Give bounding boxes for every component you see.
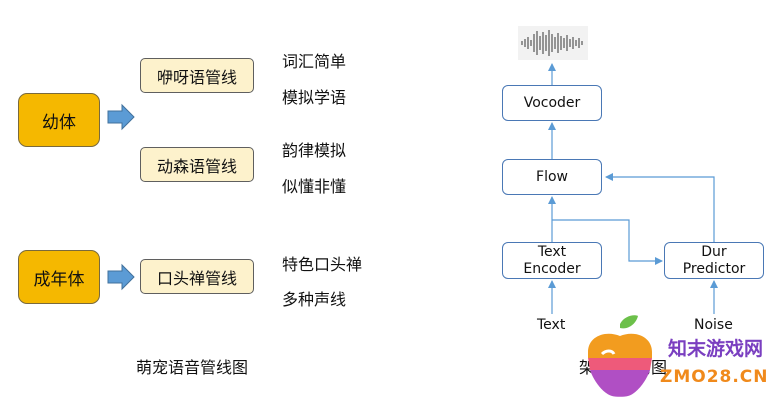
left-caption: 萌宠语音管线图 bbox=[136, 358, 249, 377]
feature-text: 特色口头禅 bbox=[282, 255, 363, 274]
vocoder-node: Vocoder bbox=[502, 85, 602, 121]
feature-text: 多种声线 bbox=[282, 290, 347, 309]
watermark-site-name: 知末游戏网 bbox=[668, 338, 764, 360]
flow-label: Flow bbox=[536, 168, 568, 185]
stage-juvenile-label: 幼体 bbox=[42, 112, 76, 133]
watermark-domain: ZMO28.CN bbox=[660, 367, 769, 387]
stage-adult-label: 成年体 bbox=[33, 269, 85, 290]
waveform-icon bbox=[518, 26, 588, 60]
text-encoder-label: Text Encoder bbox=[523, 243, 581, 277]
noise-input-label: Noise bbox=[694, 317, 733, 333]
pipeline-babble-label: 咿呀语管线 bbox=[156, 67, 237, 87]
pipeline-animal-crossing: 动森语管线 bbox=[140, 147, 254, 182]
dur-predictor-label: Dur Predictor bbox=[682, 243, 746, 277]
pipeline-catchphrase: 口头禅管线 bbox=[140, 259, 254, 294]
juvenile-arrow-icon bbox=[107, 103, 135, 131]
pipeline-babble: 咿呀语管线 bbox=[140, 58, 254, 93]
adult-arrow-icon bbox=[107, 263, 135, 291]
encoder-to-dur-arrow bbox=[552, 219, 663, 265]
apple-logo-icon bbox=[588, 315, 652, 397]
feature-text: 似懂非懂 bbox=[282, 177, 347, 196]
dur-predictor-node: Dur Predictor bbox=[664, 242, 764, 279]
dur-to-flow-arrow bbox=[605, 173, 715, 242]
pipeline-animal-crossing-label: 动森语管线 bbox=[156, 156, 237, 176]
pipeline-catchphrase-label: 口头禅管线 bbox=[156, 268, 237, 288]
feature-text: 韵律模拟 bbox=[282, 141, 347, 160]
stage-adult: 成年体 bbox=[18, 250, 100, 304]
stage-juvenile: 幼体 bbox=[18, 93, 100, 147]
flow-node: Flow bbox=[502, 159, 602, 195]
text-encoder-node: Text Encoder bbox=[502, 242, 602, 279]
feature-text: 模拟学语 bbox=[282, 88, 347, 107]
text-input-label: Text bbox=[537, 317, 566, 333]
vocoder-label: Vocoder bbox=[523, 94, 581, 111]
feature-text: 词汇简单 bbox=[282, 52, 347, 71]
